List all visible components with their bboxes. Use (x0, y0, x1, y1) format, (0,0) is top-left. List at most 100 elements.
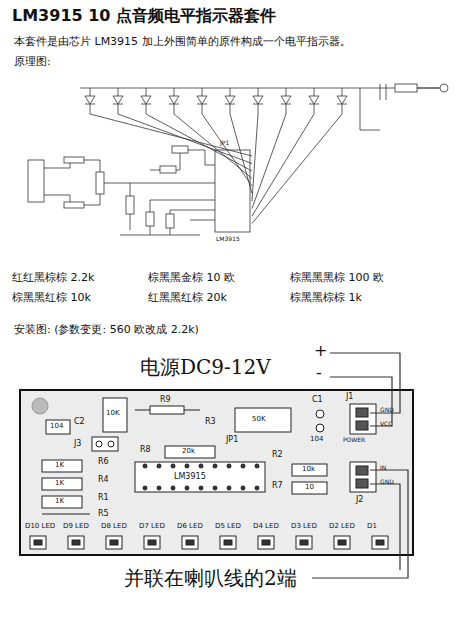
chip-pin (185, 464, 189, 468)
led-symbol (252, 88, 319, 216)
label: - (316, 364, 322, 382)
label: VCC (380, 421, 392, 428)
led-pad (144, 536, 160, 549)
wire (312, 353, 408, 578)
label: LM3915 (174, 473, 206, 482)
chip-pin (255, 464, 259, 468)
label: J2 (356, 496, 363, 505)
led-pad (110, 540, 118, 545)
label: 本套件是由芯片 LM3915 加上外围简单的原件构成一个电平指示器。 (14, 36, 351, 48)
led-pad (372, 536, 388, 549)
title: LM3915 10 点音频电平指示器套件 (12, 6, 276, 27)
chip-pin (241, 486, 245, 490)
led-pad (148, 540, 156, 545)
label: R3 (205, 418, 216, 427)
label: J1 (346, 393, 353, 402)
chip-pin (241, 464, 245, 468)
label: 50K (252, 416, 266, 424)
schematic (28, 84, 448, 235)
chip-pin (227, 486, 231, 490)
led-pad (72, 540, 80, 545)
chip-pin (143, 464, 147, 468)
label: 1K (55, 462, 64, 470)
led-symbol (252, 88, 263, 201)
label: POWER (343, 437, 365, 444)
label: 10 (305, 484, 314, 492)
label: D8 LED (101, 523, 127, 531)
label: 10K (106, 410, 120, 418)
label: 1K (55, 480, 64, 488)
led-symbol (197, 88, 252, 186)
label: 并联在喇叭线的2端 (124, 567, 297, 589)
pcb-layout (20, 390, 413, 555)
label: R7 (272, 482, 283, 491)
led-pad (262, 540, 270, 545)
label: D9 LED (63, 523, 89, 531)
label: 电源DC9-12V (140, 356, 271, 378)
label: JP1 (220, 140, 229, 147)
led-pad (34, 540, 42, 545)
led-pad (220, 536, 236, 549)
label: R1 (98, 494, 109, 503)
chip-pin (171, 486, 175, 490)
label: GND (380, 479, 394, 486)
label: R5 (98, 510, 109, 519)
led-symbol (169, 88, 252, 179)
label: 104 (310, 436, 323, 444)
led-pad (106, 536, 122, 549)
label: R9 (160, 396, 171, 405)
label: D4 LED (253, 523, 279, 531)
led-pad (182, 536, 198, 549)
label: 棕黑黑红棕 10k (12, 292, 91, 304)
label: D7 LED (139, 523, 165, 531)
chip-pin (227, 464, 231, 468)
label: J3 (74, 440, 81, 449)
label: 棕黑黑金棕 10 欧 (148, 272, 235, 284)
label: 红红黑棕棕 2.2k (12, 272, 94, 284)
label: D3 LED (291, 523, 317, 531)
led-pad (334, 536, 350, 549)
led-pad (296, 536, 312, 549)
label: + (314, 342, 327, 360)
led-symbol (85, 88, 252, 156)
label: D10 LED (25, 523, 55, 531)
label: D2 LED (329, 523, 355, 531)
led-pad (30, 536, 46, 549)
chip-pin (157, 464, 161, 468)
label: R6 (98, 458, 109, 467)
label: 104 (50, 423, 63, 431)
label: LM3915 (216, 236, 240, 243)
chip-pin (213, 486, 217, 490)
chip-pin (199, 486, 203, 490)
label: GND (380, 407, 394, 414)
label: JP1 (226, 436, 238, 445)
label: 安装图: (参数变更: 560 欧改成 2.2k) (14, 324, 199, 336)
label: IN (380, 465, 386, 472)
label: 红黑黑红棕 20k (148, 292, 227, 304)
led-pad (224, 540, 232, 545)
label: R4 (98, 476, 109, 485)
chip-pin (143, 486, 147, 490)
chip-pin (185, 486, 189, 490)
label: R2 (272, 451, 283, 460)
label: C1 (312, 396, 323, 405)
led-symbol (113, 88, 252, 164)
label: D6 LED (177, 523, 203, 531)
label: D1 (367, 523, 377, 531)
chip-pin (157, 486, 161, 490)
label: D5 LED (215, 523, 241, 531)
led-symbol (141, 88, 252, 171)
led-pad (186, 540, 194, 545)
label: 10k (302, 466, 315, 474)
label: 原理图: (14, 56, 51, 68)
led-symbol (252, 88, 291, 209)
led-pad (68, 536, 84, 549)
chip-pin (171, 464, 175, 468)
label: 棕黑黑黑棕 100 欧 (290, 272, 384, 284)
led-pad (376, 540, 384, 545)
chip-pin (213, 464, 217, 468)
led-symbol (252, 88, 347, 224)
chip-pin (199, 464, 203, 468)
label: 20k (182, 448, 195, 456)
led-pad (338, 540, 346, 545)
